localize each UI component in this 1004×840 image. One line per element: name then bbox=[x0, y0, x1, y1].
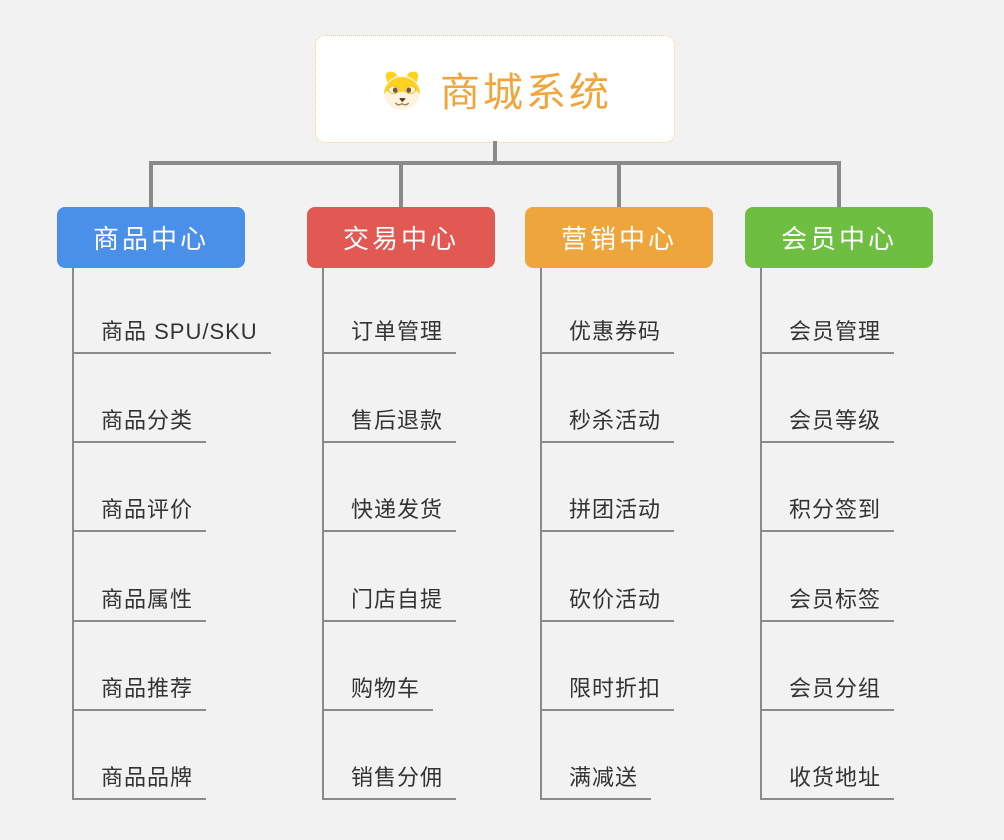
tree-connector-rail bbox=[149, 161, 841, 165]
leaf-node-label: 会员管理 bbox=[789, 319, 882, 344]
leaf-node-label: 限时折扣 bbox=[569, 676, 662, 701]
leaf-node[interactable]: 门店自提 bbox=[322, 576, 457, 622]
leaf-node[interactable]: 限时折扣 bbox=[540, 665, 675, 711]
branch-connector-drop bbox=[149, 161, 153, 207]
leaf-node-label: 商品 SPU/SKU bbox=[101, 319, 258, 344]
leaf-node-label: 优惠券码 bbox=[569, 319, 662, 344]
leaf-node-label: 商品属性 bbox=[101, 587, 194, 612]
branch-node-label: 交易中心 bbox=[342, 224, 459, 254]
leaf-node[interactable]: 秒杀活动 bbox=[540, 397, 675, 443]
leaf-node[interactable]: 商品推荐 bbox=[72, 665, 207, 711]
leaf-node[interactable]: 商品 SPU/SKU bbox=[72, 308, 271, 354]
branch-node-label: 商品中心 bbox=[92, 224, 209, 254]
branch-node-label: 会员中心 bbox=[780, 224, 897, 254]
leaf-node[interactable]: 会员标签 bbox=[760, 576, 895, 622]
leaf-node-label: 门店自提 bbox=[351, 587, 444, 612]
leaf-node-label: 拼团活动 bbox=[569, 497, 662, 522]
leaf-node[interactable]: 购物车 bbox=[322, 665, 434, 711]
leaf-node[interactable]: 商品分类 bbox=[72, 397, 207, 443]
branch-node[interactable]: 商品中心 bbox=[57, 207, 245, 268]
leaf-node[interactable]: 快递发货 bbox=[322, 486, 457, 532]
leaf-node-label: 收货地址 bbox=[789, 765, 882, 790]
leaf-node[interactable]: 商品评价 bbox=[72, 486, 207, 532]
branch-connector-drop bbox=[837, 161, 841, 207]
leaf-node-label: 销售分佣 bbox=[351, 765, 444, 790]
leaf-node-label: 售后退款 bbox=[351, 408, 444, 433]
root-node-title: 商城系统 bbox=[440, 71, 612, 115]
branch-connector-drop bbox=[617, 161, 621, 207]
leaf-node-label: 快递发货 bbox=[351, 497, 444, 522]
leaf-node[interactable]: 商品品牌 bbox=[72, 754, 207, 800]
branch-rail bbox=[540, 268, 542, 800]
branch-node[interactable]: 交易中心 bbox=[307, 207, 495, 268]
root-connector-stub bbox=[493, 141, 497, 165]
leaf-node-label: 会员分组 bbox=[789, 676, 882, 701]
root-node[interactable]: 商城系统 bbox=[315, 35, 675, 143]
leaf-node-label: 秒杀活动 bbox=[569, 408, 662, 433]
branch-connector-drop bbox=[399, 161, 403, 207]
leaf-node[interactable]: 会员等级 bbox=[760, 397, 895, 443]
leaf-node-label: 会员标签 bbox=[789, 587, 882, 612]
leaf-node-label: 砍价活动 bbox=[569, 587, 662, 612]
leaf-node-label: 会员等级 bbox=[789, 408, 882, 433]
branch-rail bbox=[760, 268, 762, 800]
branch-rail bbox=[72, 268, 74, 800]
leaf-node[interactable]: 收货地址 bbox=[760, 754, 895, 800]
leaf-node[interactable]: 优惠券码 bbox=[540, 308, 675, 354]
leaf-node[interactable]: 销售分佣 bbox=[322, 754, 457, 800]
leaf-node[interactable]: 砍价活动 bbox=[540, 576, 675, 622]
leaf-node[interactable]: 会员管理 bbox=[760, 308, 895, 354]
leaf-node[interactable]: 会员分组 bbox=[760, 665, 895, 711]
leaf-node-label: 商品品牌 bbox=[101, 765, 194, 790]
leaf-node[interactable]: 满减送 bbox=[540, 754, 652, 800]
leaf-node-label: 订单管理 bbox=[351, 319, 444, 344]
leaf-node-label: 商品推荐 bbox=[101, 676, 194, 701]
leaf-node[interactable]: 积分签到 bbox=[760, 486, 895, 532]
shiba-dog-face-icon bbox=[384, 71, 420, 110]
branch-node[interactable]: 会员中心 bbox=[745, 207, 933, 268]
leaf-node-label: 积分签到 bbox=[789, 497, 882, 522]
branch-node[interactable]: 营销中心 bbox=[525, 207, 713, 268]
branch-rail bbox=[322, 268, 324, 800]
leaf-node[interactable]: 拼团活动 bbox=[540, 486, 675, 532]
leaf-node[interactable]: 商品属性 bbox=[72, 576, 207, 622]
leaf-node-label: 购物车 bbox=[351, 676, 421, 701]
leaf-node-label: 商品评价 bbox=[101, 497, 194, 522]
leaf-node[interactable]: 售后退款 bbox=[322, 397, 457, 443]
leaf-node-label: 满减送 bbox=[569, 765, 639, 790]
leaf-node-label: 商品分类 bbox=[101, 408, 194, 433]
leaf-node[interactable]: 订单管理 bbox=[322, 308, 457, 354]
branch-node-label: 营销中心 bbox=[560, 224, 677, 254]
